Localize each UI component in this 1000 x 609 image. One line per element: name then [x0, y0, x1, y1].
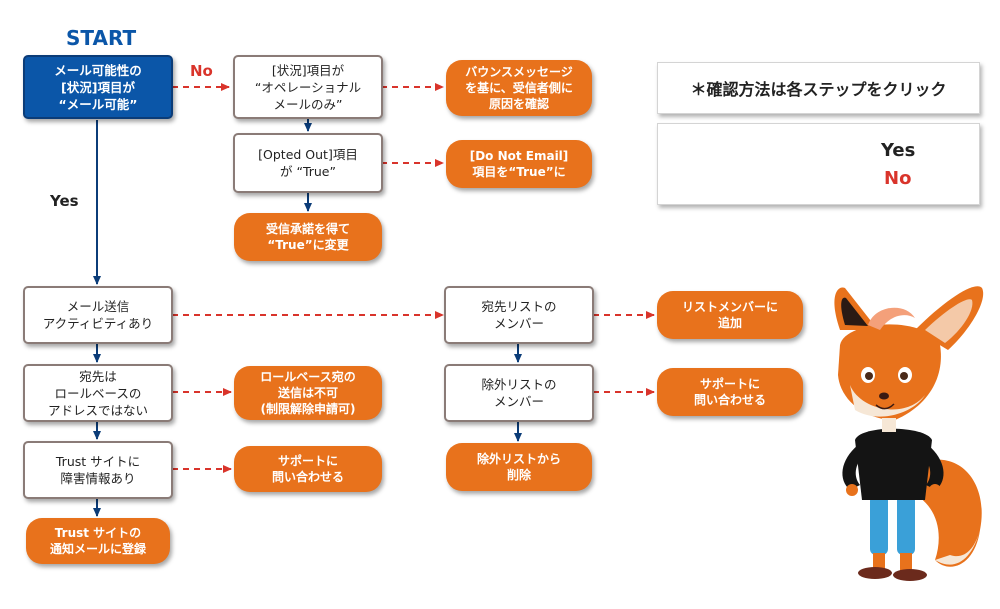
action-trust-register: Trust サイトの 通知メールに登録 [26, 518, 170, 564]
start-title: START [66, 26, 137, 50]
step-exclusion-list-member[interactable]: 除外リストの メンバー [444, 364, 594, 422]
legend-panel [657, 123, 980, 205]
step-recipient-list-member[interactable]: 宛先リストの メンバー [444, 286, 594, 344]
instruction-text: ＊確認方法は各ステップをクリック [690, 80, 947, 99]
step-role-based-address[interactable]: 宛先は ロールベースの アドレスではない [23, 364, 173, 422]
action-contact-support-2: サポートに 問い合わせる [657, 368, 803, 416]
action-remove-exclusion: 除外リストから 削除 [446, 443, 592, 491]
step-start-email-deliverability[interactable]: メール可能性の [状況]項目が “メール可能” [23, 55, 173, 119]
action-add-list-member: リストメンバーに 追加 [657, 291, 803, 339]
action-do-not-email: [Do Not Email] 項目を“True”に [446, 140, 592, 188]
step-opted-out[interactable]: [Opted Out]項目 が “True” [233, 133, 383, 193]
yes-label: Yes [50, 192, 79, 210]
fox-mascot [834, 286, 984, 581]
legend-yes-label: Yes [881, 140, 916, 161]
action-check-bounce: バウンスメッセージ を基に、受信者側に 原因を確認 [446, 60, 592, 116]
instruction-panel: ＊確認方法は各ステップをクリック [657, 62, 980, 114]
no-label: No [190, 62, 213, 80]
step-trust-site-incident[interactable]: Trust サイトに 障害情報あり [23, 441, 173, 499]
action-consent-true: 受信承諾を得て “True”に変更 [234, 213, 382, 261]
step-email-send-activity[interactable]: メール送信 アクティビティあり [23, 286, 173, 344]
action-contact-support: サポートに 問い合わせる [234, 446, 382, 492]
step-operational-email-only[interactable]: [状況]項目が “オペレーショナル メールのみ” [233, 55, 383, 119]
action-role-not-allowed: ロールベース宛の 送信は不可 (制限解除申請可) [234, 366, 382, 420]
legend-no-label: No [884, 168, 912, 189]
